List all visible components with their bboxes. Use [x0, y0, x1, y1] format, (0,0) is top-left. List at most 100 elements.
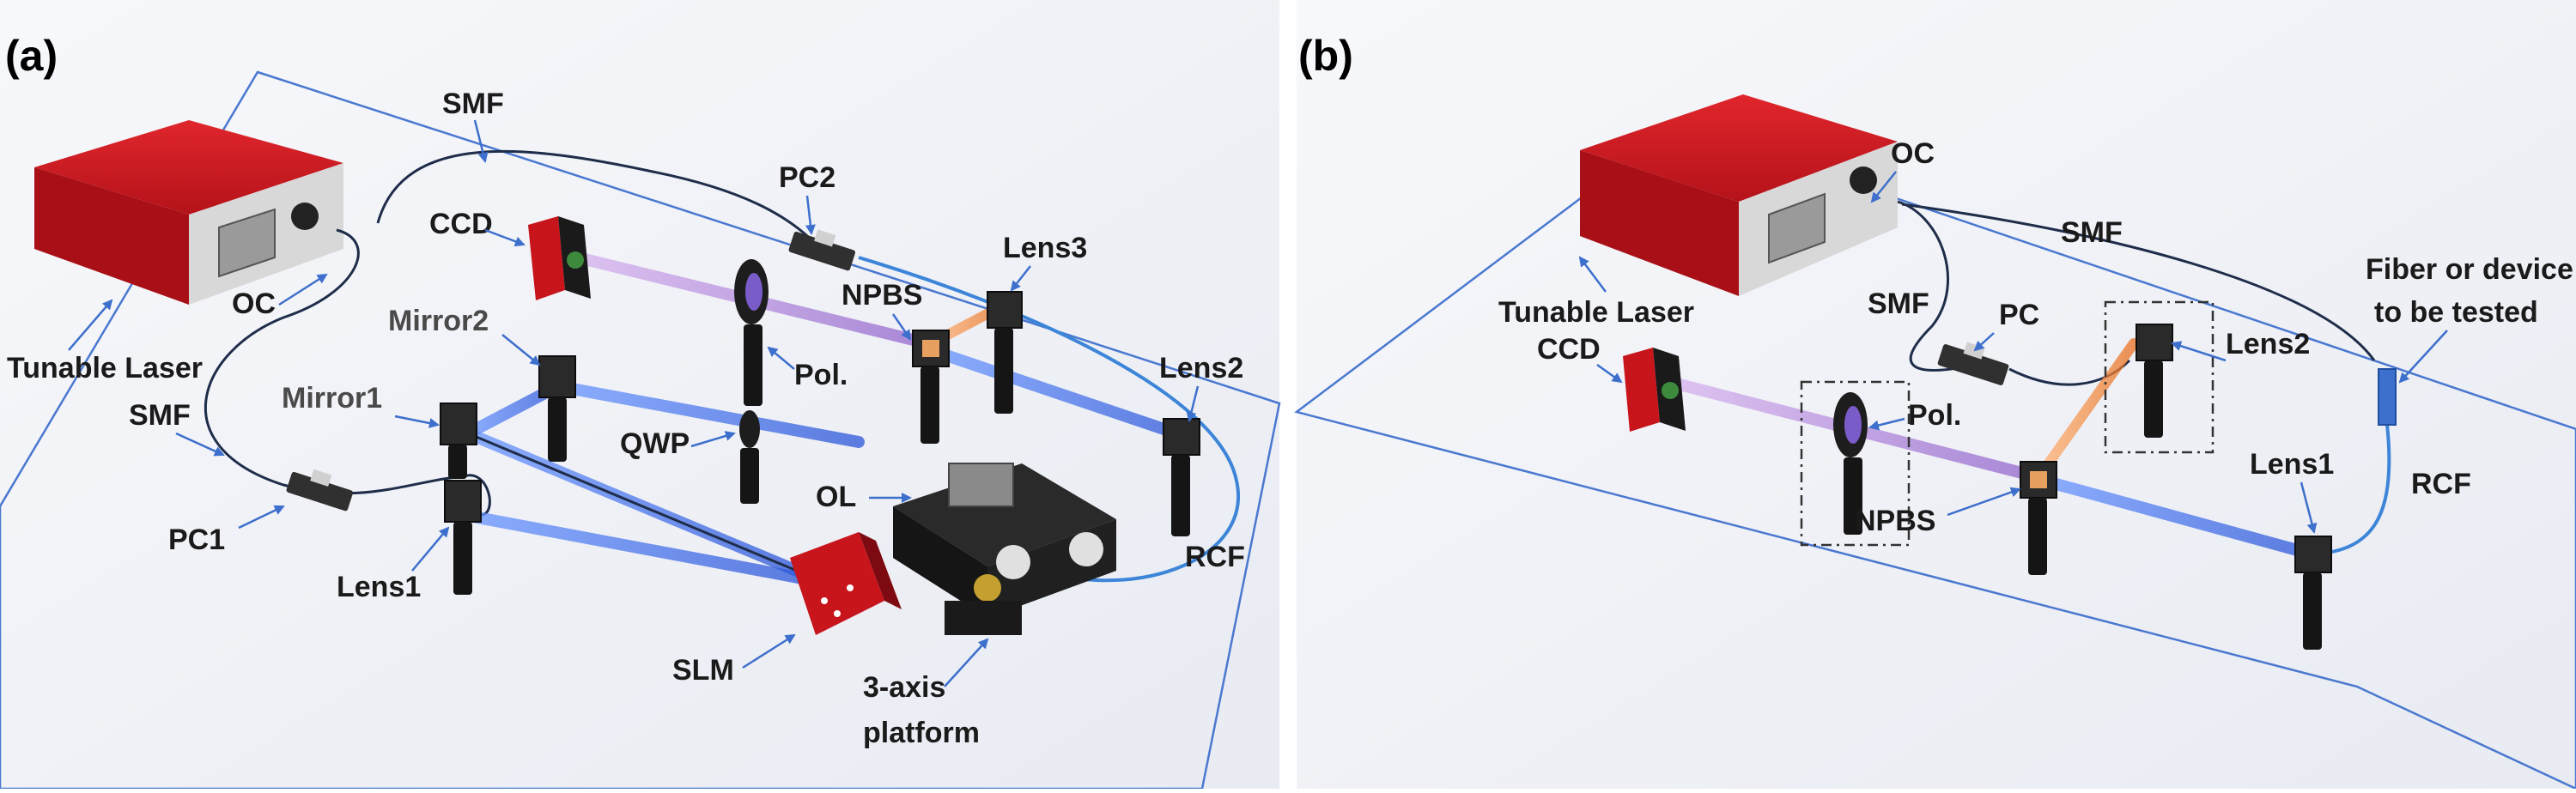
arrow-platform [944, 638, 989, 687]
label-slm: SLM [672, 654, 734, 687]
qwp-a [739, 410, 760, 504]
beam-npbs-lens2-b [2034, 338, 2139, 481]
arrow-oc-a [278, 273, 328, 306]
smf-fiber-oc-pc-b [1897, 200, 1976, 372]
arrow-pc1 [238, 505, 285, 530]
beam-npbs-lens2 [930, 346, 1195, 444]
smf-fiber-top-b [1901, 203, 2376, 361]
lens2-a [1163, 418, 1200, 536]
arrow-npbs-b [1947, 487, 2021, 517]
label-smf-mid-b: SMF [1868, 288, 1929, 320]
device-under-test [2378, 368, 2397, 426]
label-mirror1: Mirror1 [282, 382, 382, 415]
panel-a-tag: (a) [5, 32, 58, 80]
label-platform-line1: 3-axis [863, 671, 945, 704]
arrow-mirror1 [394, 415, 440, 428]
label-rcf-b: RCF [2411, 468, 2471, 500]
label-lens2-b: Lens2 [2226, 328, 2310, 360]
beam-npbs-lens1-b [2038, 475, 2316, 560]
label-fiber-line2: to be tested [2374, 296, 2538, 329]
arrow-lens2-b [2171, 341, 2227, 362]
label-npbs-a: NPBS [841, 279, 922, 312]
beam-centerline [467, 432, 808, 577]
npbs-b [2020, 461, 2057, 575]
label-rcf-a: RCF [1185, 541, 1245, 573]
arrow-qwp [690, 431, 736, 448]
arrow-ccd-a [484, 228, 526, 247]
label-platform-line2: platform [863, 717, 980, 749]
label-ol: OL [816, 481, 856, 513]
smf-fiber-pc2 [376, 149, 822, 250]
label-tunable-laser-b: Tunable Laser [1498, 296, 1694, 329]
arrow-tunable-laser-a [68, 299, 113, 351]
three-axis-platform [893, 463, 1116, 635]
mirror1-a [440, 403, 477, 479]
arrow-pc2 [805, 195, 816, 235]
arrow-fiber-device [2398, 330, 2448, 384]
arrow-lens1-b [2300, 481, 2318, 534]
ccd-camera-b [1623, 348, 1686, 432]
label-pc1: PC1 [168, 524, 225, 556]
label-pc-b: PC [1999, 299, 2039, 331]
polarizer-a [734, 259, 769, 406]
panel-a: (a) [0, 0, 1281, 790]
beam-lens1-slm [458, 509, 813, 585]
smf-fiber-oc-pc1 [204, 228, 465, 495]
label-smf-top-b: SMF [2061, 216, 2123, 249]
beam-mirror2-ol [552, 380, 865, 448]
ccd-camera-a [528, 216, 591, 300]
mirror2-a [538, 355, 576, 462]
rcf-fiber-b [2318, 424, 2391, 555]
pc2-controller [788, 229, 856, 271]
lens2-dashed-box [2104, 300, 2215, 454]
pol-dashed-box [1800, 380, 1911, 547]
label-lens1-a: Lens1 [337, 571, 421, 603]
panel-a-background [0, 0, 1279, 789]
label-qwp: QWP [620, 427, 690, 460]
label-pol-a: Pol. [794, 359, 848, 391]
lens1-b [2294, 536, 2332, 650]
pc1-controller [286, 469, 354, 512]
label-pol-b: Pol. [1908, 399, 1961, 432]
arrow-lens3 [1010, 265, 1031, 292]
panel-b-background [1297, 0, 2576, 789]
label-npbs-b: NPBS [1855, 505, 1935, 537]
tunable-laser-b [1580, 94, 1898, 296]
arrow-slm [742, 633, 796, 669]
arrow-smf-left-a [175, 432, 225, 457]
arrow-ccd-b [1596, 363, 1623, 384]
arrow-pc-b [1973, 332, 1995, 352]
arrow-tunable-laser-b [1578, 256, 1607, 293]
label-ccd-a: CCD [429, 208, 493, 240]
lens3-a [987, 291, 1023, 414]
polarizer-b [1833, 392, 1868, 535]
slm-device [790, 532, 902, 635]
label-oc-a: OC [232, 288, 276, 320]
arrow-pol-a [767, 346, 795, 370]
arrow-pol-b [1868, 417, 1905, 431]
arrow-lens1-a [411, 526, 450, 572]
label-smf-top-a: SMF [442, 88, 504, 120]
label-lens3: Lens3 [1003, 232, 1087, 264]
label-ccd-b: CCD [1537, 333, 1601, 366]
label-pc2: PC2 [779, 161, 835, 194]
label-lens1-b: Lens1 [2250, 448, 2334, 481]
arrow-smf-top-a [473, 119, 489, 163]
arrow-lens2-a [1186, 385, 1200, 422]
arrow-oc-b [1870, 171, 1897, 203]
npbs-a [912, 330, 950, 444]
label-tunable-laser-a: Tunable Laser [7, 352, 203, 384]
label-mirror2: Mirror2 [388, 305, 489, 337]
panel-b-tag: (b) [1298, 32, 1353, 80]
tunable-laser-a [34, 120, 343, 305]
label-smf-left-a: SMF [129, 399, 191, 432]
label-lens2-a: Lens2 [1159, 352, 1243, 384]
label-fiber-line1: Fiber or device [2366, 253, 2573, 286]
label-oc-b: OC [1891, 137, 1935, 170]
arrow-mirror2 [501, 334, 541, 366]
lens1-a [444, 480, 482, 595]
panel-b: (b) [1294, 0, 2576, 790]
arrow-npbs-a [891, 313, 912, 341]
